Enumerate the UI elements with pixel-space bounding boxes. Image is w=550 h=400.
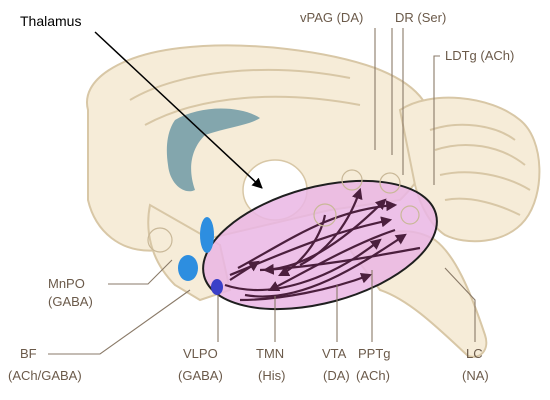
vlpo-subtitle: (GABA)	[178, 368, 223, 383]
vta-label: VTA	[322, 346, 347, 361]
bf-subtitle: (ACh/GABA)	[8, 368, 82, 383]
vlpo-label: VLPO	[183, 346, 218, 361]
vpag-label: vPAG (DA)	[300, 10, 363, 25]
lc-label: LC	[466, 346, 483, 361]
dr-label: DR (Ser)	[395, 10, 446, 25]
ldtg-label: LDTg (ACh)	[445, 48, 514, 63]
bf-label: BF	[20, 346, 37, 361]
mnpo-nucleus	[200, 217, 214, 253]
mnpo-subtitle: (GABA)	[48, 294, 93, 309]
pptg-subtitle: (ACh)	[356, 368, 390, 383]
pptg-label: PPTg	[358, 346, 391, 361]
thalamus-label: Thalamus	[20, 13, 81, 29]
mnpo-label: MnPO	[48, 276, 85, 291]
lc-subtitle: (NA)	[462, 368, 489, 383]
tmn-label: TMN	[256, 346, 284, 361]
vta-subtitle: (DA)	[323, 368, 350, 383]
vlpo-nucleus	[211, 279, 223, 295]
tmn-subtitle: (His)	[258, 368, 285, 383]
bf-nucleus	[178, 255, 198, 281]
